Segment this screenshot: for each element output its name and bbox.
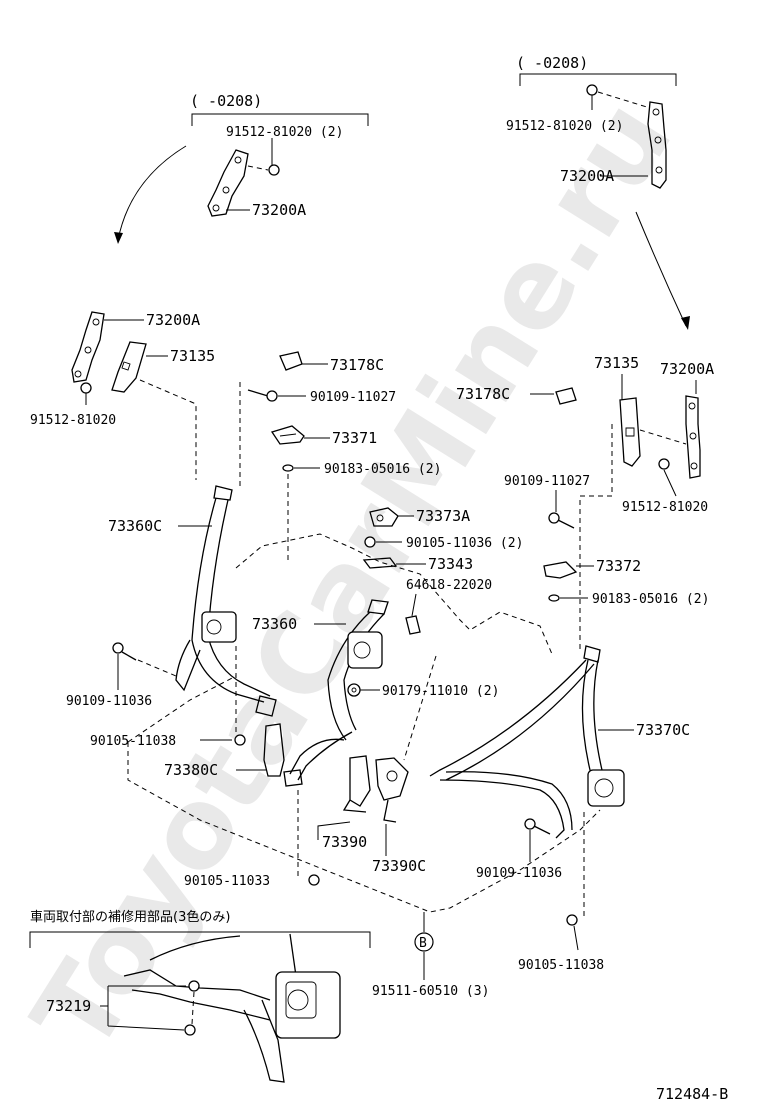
label-73135-left: 73135 — [170, 347, 215, 365]
cover-73135-right — [619, 397, 641, 467]
anchor-73372 — [543, 561, 578, 579]
bolt-90109-11027-b — [548, 512, 575, 529]
label-73371: 73371 — [332, 429, 377, 447]
cap-73178C-a — [279, 351, 303, 371]
bracket-73200A-top-left — [207, 149, 249, 217]
bracket-73200A-right — [685, 395, 701, 479]
bolt-90105-11033 — [308, 874, 320, 886]
anchor-73373A — [369, 507, 399, 527]
label-91512-81020-2-left: 91512-81020 (2) — [226, 125, 343, 140]
label-90109-11027-b: 90109-11027 — [504, 474, 590, 489]
arrow-head-right — [681, 316, 690, 330]
belt-73370C — [429, 645, 625, 839]
clip-64618 — [405, 615, 421, 635]
bracket-73200A-top-right — [647, 101, 667, 189]
bracket-73200A-left — [71, 311, 105, 383]
bolt-90105-11038-a — [234, 734, 246, 746]
range-bracket-left: ( -0208) — [190, 92, 369, 126]
label-90179-11010-2: 90179-11010 (2) — [382, 684, 499, 699]
label-73343: 73343 — [428, 555, 473, 573]
label-90105-11036-2: 90105-11036 (2) — [406, 536, 523, 551]
label-90109-11027-a: 90109-11027 — [310, 390, 396, 405]
label-91511-60510-3: 91511-60510 (3) — [372, 984, 489, 999]
label-73373A: 73373A — [416, 507, 470, 525]
label-91512-81020-left: 91512-81020 — [30, 413, 116, 428]
washer-90183-b — [548, 594, 560, 602]
nut-90179-11010 — [347, 683, 361, 697]
label-73370C: 73370C — [636, 721, 690, 739]
range-label-right: ( -0208) — [516, 54, 588, 72]
bolt-90109-11036-a — [112, 642, 177, 690]
bolt-91512-right — [658, 458, 677, 497]
diagram-id: 712484-B — [656, 1085, 728, 1103]
bolt-90109-11027-a — [247, 389, 278, 402]
label-91512-81020-right: 91512-81020 — [622, 500, 708, 515]
label-90109-11036-b: 90109-11036 — [476, 866, 562, 881]
seat-left-outline — [127, 675, 237, 743]
label-90109-11036-a: 90109-11036 — [66, 694, 152, 709]
seat-cushion-outline — [127, 742, 601, 913]
label-73219: 73219 — [46, 997, 91, 1015]
bolt-91512-left — [80, 382, 92, 405]
cap-73178C-b — [555, 387, 577, 405]
label-73372: 73372 — [596, 557, 641, 575]
range-bracket-right: ( -0208) — [516, 54, 677, 86]
label-73178C-a: 73178C — [330, 356, 384, 374]
plate-73343 — [362, 557, 398, 569]
label-90105-11038-b: 90105-11038 — [518, 958, 604, 973]
bolt-90105-11038-b — [566, 914, 579, 951]
label-73200A-top-left: 73200A — [252, 201, 306, 219]
curved-arrow-left — [117, 145, 187, 241]
label-73178C-b: 73178C — [456, 385, 510, 403]
washer-90183-a — [282, 464, 294, 472]
label-64618-22020: 64618-22020 — [406, 578, 492, 593]
label-73135-right: 73135 — [594, 354, 639, 372]
bolt-90109-11036-b — [524, 818, 551, 862]
arrow-head-left — [114, 232, 123, 244]
seat-back-outline — [235, 533, 553, 655]
label-73380C: 73380C — [164, 761, 218, 779]
label-90183-05016-2-a: 90183-05016 (2) — [324, 462, 441, 477]
label-90183-05016-2-b: 90183-05016 (2) — [592, 592, 709, 607]
bolt-91512-top-right — [586, 84, 651, 110]
label-73390: 73390 — [322, 833, 367, 851]
label-73390C: 73390C — [372, 857, 426, 875]
cover-73135-left — [111, 341, 147, 393]
label-73360: 73360 — [252, 615, 297, 633]
buckle-73380C — [263, 723, 285, 777]
ref-circle-B-label: B — [419, 936, 427, 951]
belt-73360C — [175, 485, 277, 717]
label-73200A-right: 73200A — [660, 360, 714, 378]
label-73200A-top-right: 73200A — [560, 167, 614, 185]
inset-bracket — [29, 931, 371, 948]
label-91512-81020-2-right: 91512-81020 (2) — [506, 119, 623, 134]
range-label-left: ( -0208) — [190, 92, 262, 110]
label-90105-11038-a: 90105-11038 — [90, 734, 176, 749]
buckle-73390C — [375, 757, 409, 823]
ref-circle-B: B — [414, 912, 434, 980]
japanese-note: 車両取付部の補修用部品(3色のみ) — [30, 909, 230, 925]
bolt-90105-11036 — [364, 536, 376, 548]
belt-73360 — [283, 599, 389, 787]
buckle-73390 — [342, 755, 371, 813]
anchor-cover-73371 — [270, 425, 305, 445]
label-73360C: 73360C — [108, 517, 162, 535]
inset-seatbelt-assembly — [123, 933, 341, 1083]
bolt-91512-top-left — [247, 164, 280, 176]
label-73200A-left: 73200A — [146, 311, 200, 329]
label-90105-11033: 90105-11033 — [184, 874, 270, 889]
label-73219-leader — [100, 985, 186, 1031]
